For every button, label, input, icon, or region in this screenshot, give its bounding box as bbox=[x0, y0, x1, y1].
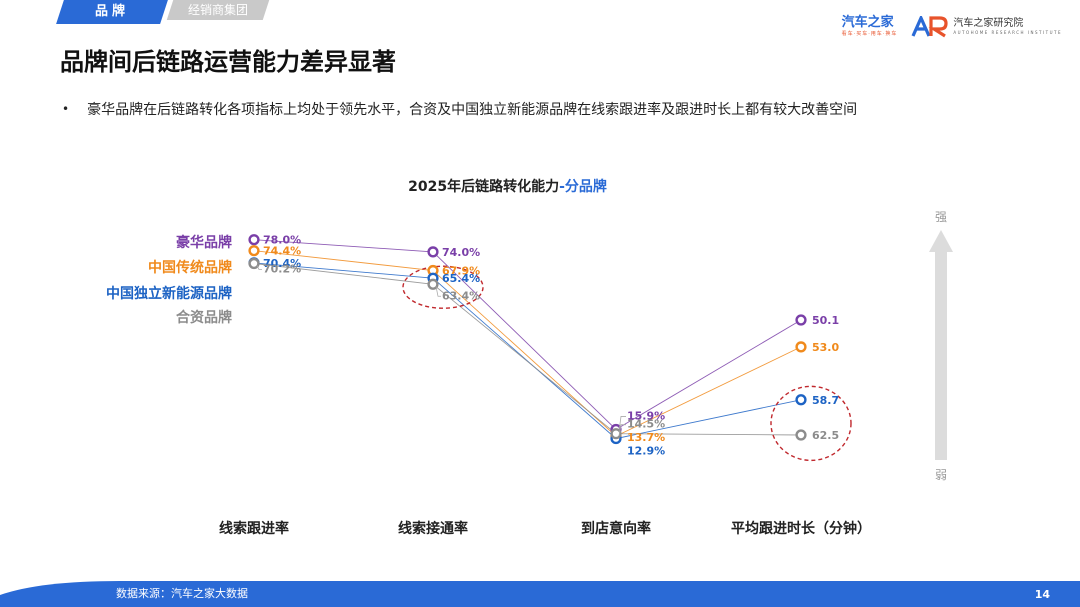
autohome-logo: 汽车之家 看车·买车·用车·换车 bbox=[842, 16, 898, 38]
page-number: 14 bbox=[1034, 588, 1050, 601]
leader-s3-c0 bbox=[256, 265, 262, 270]
data-label-s1-c2: 13.7% bbox=[627, 431, 665, 444]
data-label-s3-c2: 14.5% bbox=[627, 418, 665, 431]
data-label-s2-c1: 65.4% bbox=[442, 272, 480, 285]
institute-name: 汽车之家研究院 bbox=[953, 18, 1024, 29]
ar-logo-icon bbox=[911, 16, 948, 38]
marker-s3-c1 bbox=[427, 278, 439, 290]
data-label-s0-c3: 50.1 bbox=[812, 314, 839, 327]
data-label-s2-c0: 70.4% bbox=[263, 257, 301, 270]
arrow-label-strong: 强 bbox=[935, 210, 947, 224]
data-label-s0-c1: 74.0% bbox=[442, 246, 480, 259]
category-label-2: 到店意向率 bbox=[581, 520, 651, 537]
chart-title-prefix: 2025年后链路转化能力 bbox=[408, 179, 560, 195]
tab-brand[interactable]: 品牌 bbox=[94, 4, 129, 19]
legend-label-2: 中国独立新能源品牌 bbox=[106, 285, 232, 302]
series-line-0 bbox=[253, 239, 802, 430]
category-label-3: 平均跟进时长（分钟） bbox=[731, 520, 871, 537]
legend-label-3: 合资品牌 bbox=[176, 309, 232, 326]
data-label-s3-c3: 62.5 bbox=[812, 429, 839, 442]
strength-arrow-head bbox=[929, 230, 953, 252]
data-label-s2-c3: 58.7 bbox=[812, 394, 839, 407]
marker-s0-c1 bbox=[427, 246, 439, 258]
page-title: 品牌间后链路运营能力差异显著 bbox=[60, 48, 396, 76]
leader-s3-c1 bbox=[435, 286, 441, 297]
data-label-s0-c0: 78.0% bbox=[263, 234, 301, 247]
data-label-s3-c0: 70.2% bbox=[263, 263, 301, 276]
logo-area: 汽车之家 看车·买车·用车·换车 汽车之家研究院 AUTOHOME RESEAR… bbox=[842, 14, 1062, 40]
data-label-s0-c2: 15.9% bbox=[627, 409, 665, 422]
marker-s0-c0 bbox=[248, 234, 260, 246]
marker-s1-c3 bbox=[795, 341, 807, 353]
legend-label-0: 豪华品牌 bbox=[176, 234, 232, 251]
category-label-0: 线索跟进率 bbox=[219, 520, 289, 537]
leader-s0-c2 bbox=[618, 416, 626, 432]
chart-title: 2025年后链路转化能力-分品牌 bbox=[0, 176, 1015, 196]
data-source: 数据来源：汽车之家大数据 bbox=[116, 587, 248, 600]
legend-label-1: 中国传统品牌 bbox=[148, 259, 232, 276]
institute-name-en: AUTOHOME RESEARCH INSTITUTE bbox=[953, 30, 1062, 35]
marker-s0-c3 bbox=[795, 314, 807, 326]
highlight-circle-1 bbox=[770, 385, 852, 462]
research-institute-logo: 汽车之家研究院 AUTOHOME RESEARCH INSTITUTE bbox=[911, 16, 1062, 38]
marker-s1-c0 bbox=[248, 245, 260, 257]
marker-s3-c2 bbox=[610, 428, 622, 440]
footer-bar bbox=[0, 581, 1080, 607]
autohome-logo-name: 汽车之家 bbox=[841, 15, 894, 30]
data-label-s1-c3: 53.0 bbox=[812, 341, 839, 354]
series-line-3 bbox=[253, 263, 802, 436]
tab-dealer-group[interactable]: 经销商集团 bbox=[187, 3, 248, 17]
strength-arrow-shaft bbox=[935, 250, 947, 460]
category-label-1: 线索接通率 bbox=[398, 520, 468, 537]
summary-bullet: • 豪华品牌在后链路转化各项指标上均处于领先水平，合资及中国独立新能源品牌在线索… bbox=[62, 99, 857, 119]
series-line-1 bbox=[253, 250, 802, 437]
bullet-dot-icon: • bbox=[62, 102, 70, 116]
summary-text: 豪华品牌在后链路转化各项指标上均处于领先水平，合资及中国独立新能源品牌在线索跟进… bbox=[87, 102, 858, 118]
section-tabs: 品牌 经销商集团 bbox=[0, 0, 300, 24]
autohome-logo-slogan: 看车·买车·用车·换车 bbox=[841, 31, 898, 37]
leader-s3-c2 bbox=[618, 424, 626, 436]
data-label-s1-c0: 74.4% bbox=[263, 245, 301, 258]
data-label-s3-c1: 63.4% bbox=[442, 289, 480, 302]
marker-s3-c0 bbox=[248, 257, 260, 270]
data-label-s1-c1: 67.9% bbox=[442, 265, 480, 278]
arrow-label-weak: 弱 bbox=[935, 468, 947, 482]
marker-s3-c3 bbox=[795, 429, 807, 441]
series-line-2 bbox=[253, 262, 802, 440]
marker-s2-c3 bbox=[795, 394, 807, 406]
highlight-circle-0 bbox=[402, 265, 484, 309]
data-label-s2-c2: 12.9% bbox=[627, 445, 665, 458]
chart-title-highlight: -分品牌 bbox=[559, 179, 607, 195]
